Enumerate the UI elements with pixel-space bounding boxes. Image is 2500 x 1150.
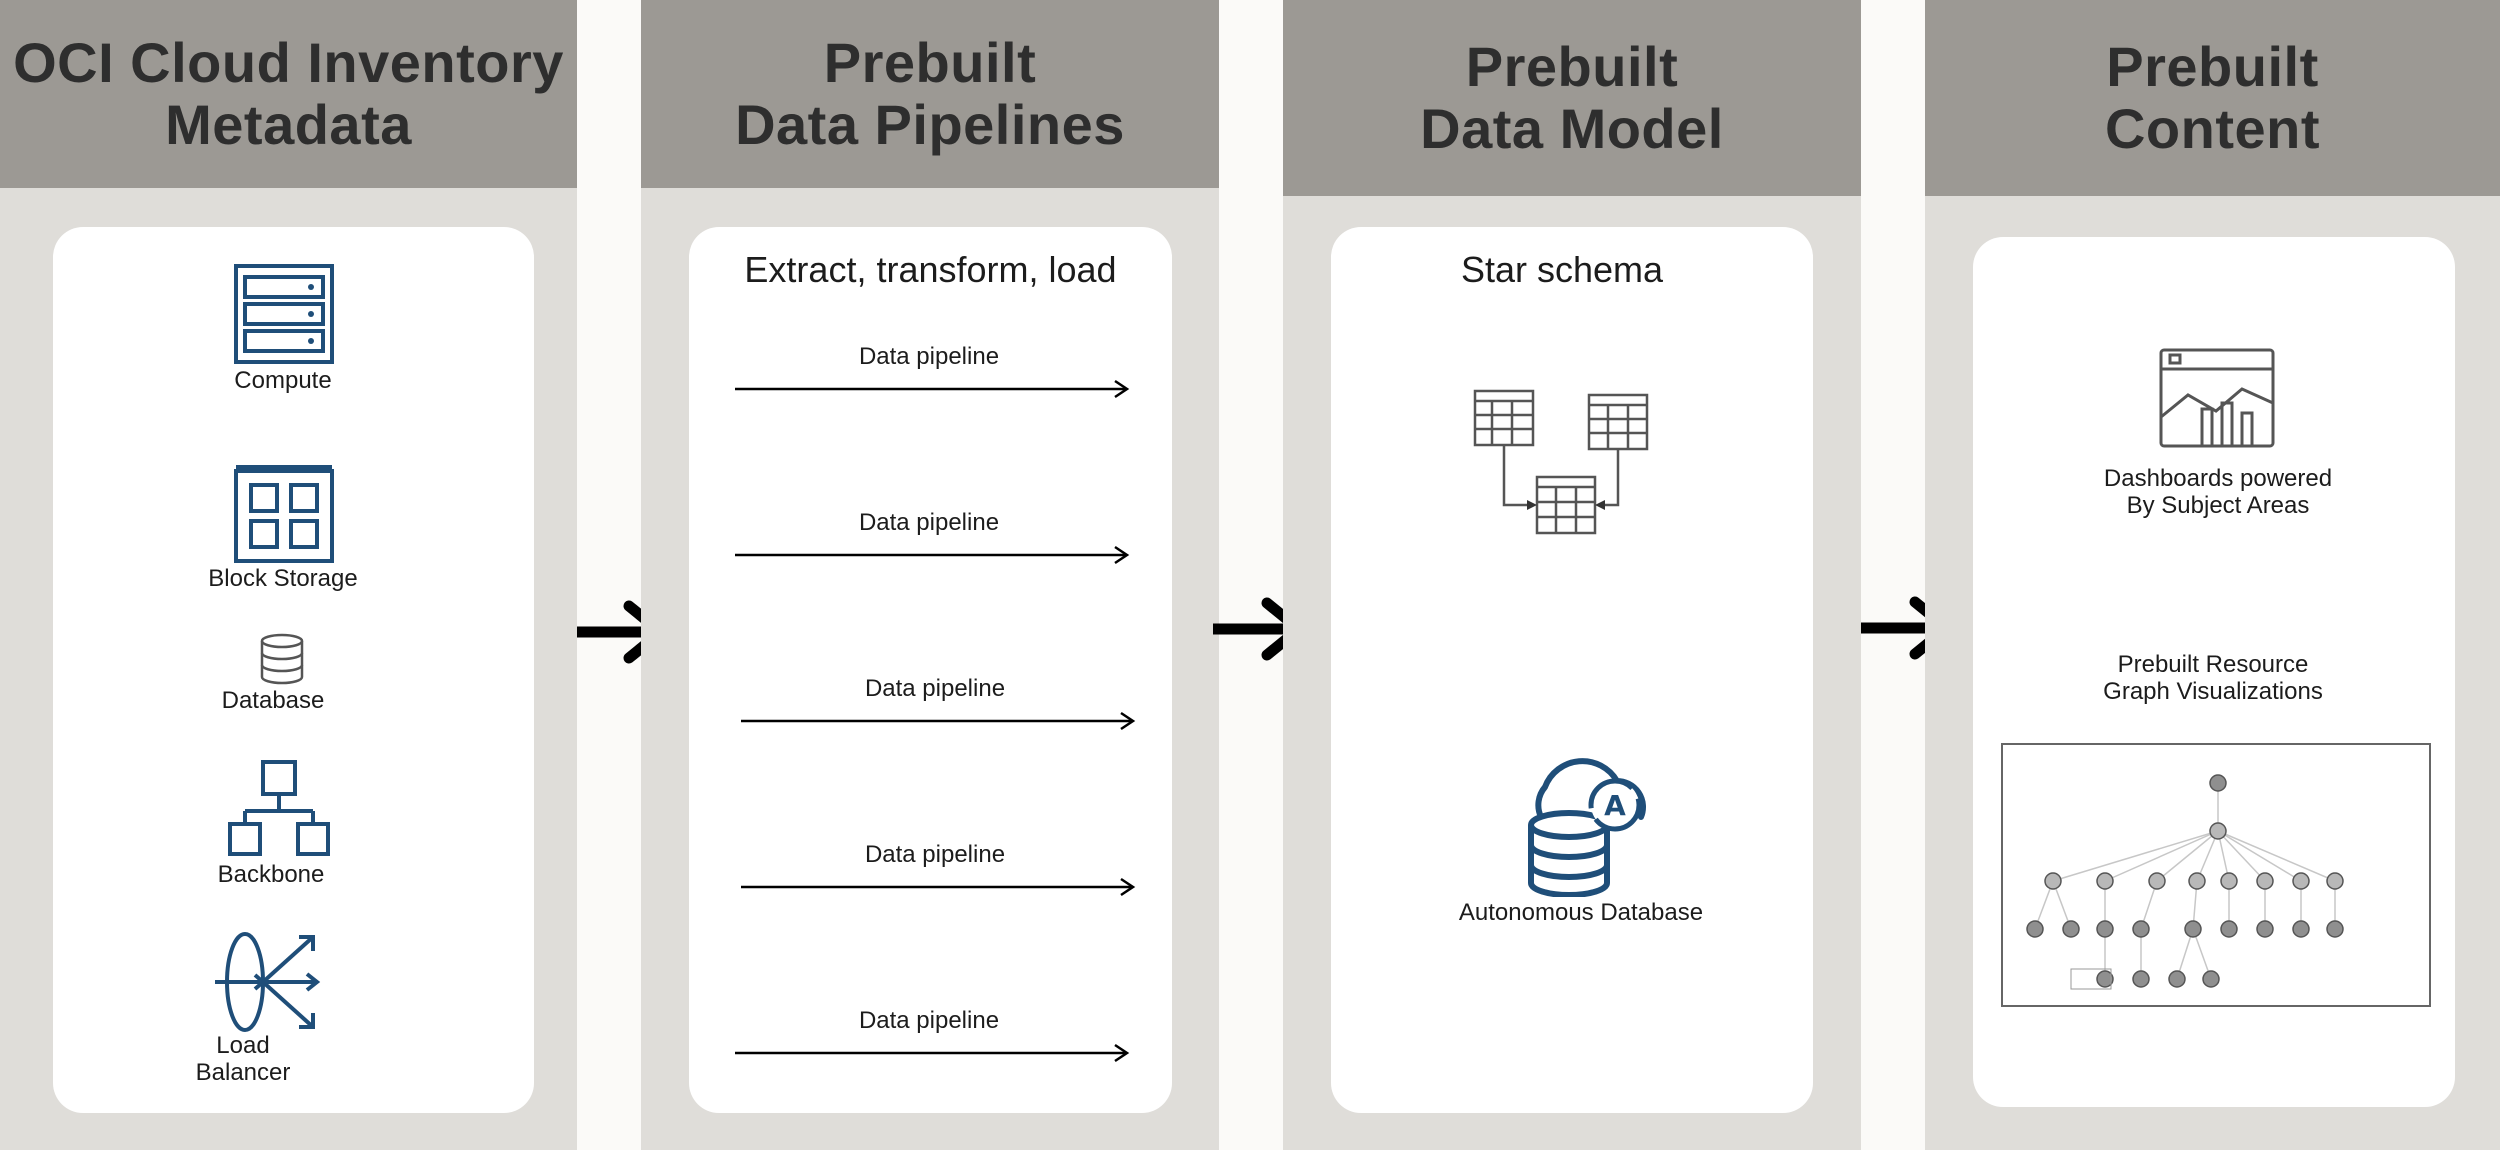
pipeline-arrow [741, 711, 1136, 731]
pipeline-label: Data pipeline [858, 343, 1000, 370]
backbone-label: Backbone [217, 861, 325, 888]
star-schema-icon [1473, 389, 1649, 535]
dashboard-icon [2159, 348, 2275, 448]
inventory-card: Compute Block Storage Database Backbone [53, 227, 534, 1113]
database-icon [260, 633, 304, 685]
load-balancer-label: Load Balancer [195, 1032, 291, 1086]
svg-text:A: A [1604, 789, 1626, 822]
column-title: OCI Cloud Inventory Metadata [0, 0, 577, 188]
data-model-card: Star schema [1331, 227, 1813, 1113]
etl-title: Extract, transform, load [744, 249, 1117, 290]
pipeline-arrow [735, 545, 1130, 565]
resource-graph-label: Prebuilt Resource Graph Visualizations [2103, 651, 2323, 705]
block-storage-icon [234, 465, 334, 563]
pipeline-label: Data pipeline [864, 841, 1006, 868]
content-card: Dashboards powered By Subject Areas Preb… [1973, 237, 2455, 1107]
column-content: Prebuilt Content Dashboards powered By S… [1925, 0, 2500, 1150]
pipelines-card: Extract, transform, load Data pipeline D… [689, 227, 1172, 1113]
pipeline-label: Data pipeline [858, 1007, 1000, 1034]
pipeline-label: Data pipeline [858, 509, 1000, 536]
load-balancer-icon [215, 932, 321, 1032]
compute-icon [234, 264, 334, 364]
pipeline-arrow [735, 379, 1130, 399]
pipeline-label: Data pipeline [864, 675, 1006, 702]
column-title: Prebuilt Content [1925, 0, 2500, 196]
autonomous-database-label: Autonomous Database [1458, 899, 1704, 926]
star-schema-title: Star schema [1460, 249, 1664, 290]
column-inventory: OCI Cloud Inventory Metadata Compute Blo… [0, 0, 577, 1150]
dashboards-label: Dashboards powered By Subject Areas [2103, 465, 2333, 519]
pipeline-arrow [735, 1043, 1130, 1063]
column-title: Prebuilt Data Model [1283, 0, 1861, 196]
column-title: Prebuilt Data Pipelines [641, 0, 1219, 188]
database-label: Database [221, 687, 325, 714]
compute-label: Compute [234, 367, 332, 394]
backbone-icon [228, 760, 330, 856]
block-storage-label: Block Storage [208, 565, 358, 592]
resource-graph-icon [2001, 743, 2431, 1007]
column-data-model: Prebuilt Data Model Star schema [1283, 0, 1861, 1150]
pipeline-arrow [741, 877, 1136, 897]
column-pipelines: Prebuilt Data Pipelines Extract, transfo… [641, 0, 1219, 1150]
autonomous-database-icon: A [1528, 758, 1646, 897]
